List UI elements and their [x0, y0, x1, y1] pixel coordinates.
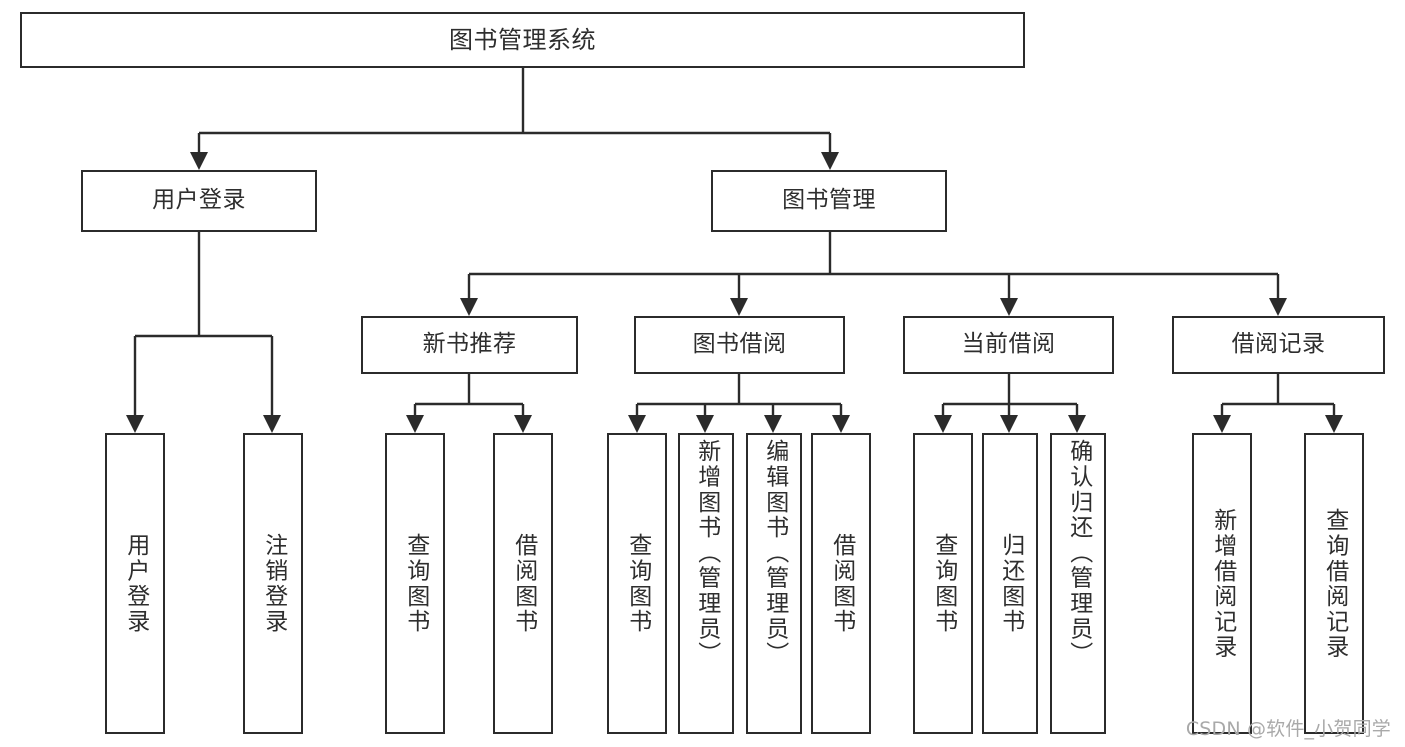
edge-root-trunk — [199, 68, 830, 135]
edge-book-manage-to-new-book-rec — [460, 274, 478, 316]
node-leaf-query-book-3[interactable]: 查询图书 — [913, 433, 973, 734]
edge-current-borrow-trunk — [943, 374, 1077, 406]
node-leaf-query-record-label: 查询借阅记录 — [1321, 507, 1348, 660]
node-leaf-query-book-1[interactable]: 查询图书 — [385, 433, 445, 734]
node-leaf-confirm-return-label: 确认归还（管理员） — [1065, 439, 1092, 667]
edge-borrow-record-to-leaf-query-record — [1325, 404, 1343, 433]
edge-book-borrow-to-leaf-add-book — [696, 404, 714, 433]
node-leaf-query-book-2-label: 查询图书 — [624, 532, 651, 635]
node-leaf-edit-book[interactable]: 编辑图书（管理员） — [746, 433, 802, 734]
node-new-book-rec-label: 新书推荐 — [422, 331, 517, 358]
edge-root-to-user-login — [190, 133, 208, 170]
node-leaf-add-book[interactable]: 新增图书（管理员） — [678, 433, 734, 734]
edge-user-login-trunk — [135, 232, 272, 338]
node-new-book-rec[interactable]: 新书推荐 — [361, 316, 578, 374]
node-leaf-add-record[interactable]: 新增借阅记录 — [1192, 433, 1252, 734]
node-current-borrow-label: 当前借阅 — [961, 331, 1056, 358]
node-leaf-user-login-label: 用户登录 — [122, 532, 149, 635]
edge-book-manage-trunk — [469, 232, 1278, 276]
edge-current-borrow-to-leaf-return-book — [1000, 404, 1018, 433]
node-leaf-return-book-label: 归还图书 — [997, 532, 1024, 635]
node-leaf-logout-login-label: 注销登录 — [260, 532, 287, 635]
edge-book-borrow-to-leaf-edit-book — [764, 404, 782, 433]
node-leaf-borrow-book-1-label: 借阅图书 — [510, 532, 537, 635]
node-leaf-return-book[interactable]: 归还图书 — [982, 433, 1038, 734]
node-leaf-confirm-return[interactable]: 确认归还（管理员） — [1050, 433, 1106, 734]
node-book-manage[interactable]: 图书管理 — [711, 170, 947, 232]
node-leaf-query-book-3-label: 查询图书 — [930, 532, 957, 635]
edge-root-to-book-manage — [821, 133, 839, 170]
edge-book-manage-to-book-borrow — [730, 274, 748, 316]
node-current-borrow[interactable]: 当前借阅 — [903, 316, 1114, 374]
edge-new-book-rec-to-leaf-query-book-1 — [406, 404, 424, 433]
node-leaf-query-record[interactable]: 查询借阅记录 — [1304, 433, 1364, 734]
node-leaf-borrow-book-1[interactable]: 借阅图书 — [493, 433, 553, 734]
node-leaf-edit-book-label: 编辑图书（管理员） — [761, 439, 788, 667]
edge-new-book-rec-trunk — [415, 374, 523, 406]
node-borrow-record[interactable]: 借阅记录 — [1172, 316, 1385, 374]
node-book-manage-label: 图书管理 — [782, 187, 876, 214]
node-book-borrow-label: 图书借阅 — [692, 331, 787, 358]
watermark-text: CSDN @软件_小贺同学 — [1185, 718, 1391, 740]
edge-book-borrow-to-leaf-query-book-2 — [628, 404, 646, 433]
edge-current-borrow-to-leaf-query-book-3 — [934, 404, 952, 433]
edge-book-manage-to-borrow-record — [1269, 274, 1287, 316]
node-book-borrow[interactable]: 图书借阅 — [634, 316, 845, 374]
edge-book-borrow-trunk — [637, 374, 841, 406]
node-root-label: 图书管理系统 — [449, 25, 596, 54]
edge-borrow-record-trunk — [1222, 374, 1334, 406]
node-leaf-user-login[interactable]: 用户登录 — [105, 433, 165, 734]
node-borrow-record-label: 借阅记录 — [1231, 331, 1326, 358]
node-leaf-query-book-1-label: 查询图书 — [402, 532, 429, 635]
node-user-login-label: 用户登录 — [152, 187, 246, 214]
node-leaf-query-book-2[interactable]: 查询图书 — [607, 433, 667, 734]
node-leaf-logout-login[interactable]: 注销登录 — [243, 433, 303, 734]
edge-user-login-to-leaf-user-login — [126, 336, 144, 433]
edge-book-manage-to-current-borrow — [1000, 274, 1018, 316]
edge-user-login-to-leaf-logout-login — [263, 336, 281, 433]
edge-book-borrow-to-leaf-borrow-book-2 — [832, 404, 850, 433]
node-root[interactable]: 图书管理系统 — [20, 12, 1025, 68]
node-leaf-add-book-label: 新增图书（管理员） — [693, 439, 720, 667]
node-leaf-borrow-book-2[interactable]: 借阅图书 — [811, 433, 871, 734]
node-user-login[interactable]: 用户登录 — [81, 170, 317, 232]
edge-borrow-record-to-leaf-add-record — [1213, 404, 1231, 433]
node-leaf-add-record-label: 新增借阅记录 — [1209, 507, 1236, 660]
node-leaf-borrow-book-2-label: 借阅图书 — [828, 532, 855, 635]
edge-new-book-rec-to-leaf-borrow-book-1 — [514, 404, 532, 433]
edge-current-borrow-to-leaf-confirm-return — [1068, 404, 1086, 433]
